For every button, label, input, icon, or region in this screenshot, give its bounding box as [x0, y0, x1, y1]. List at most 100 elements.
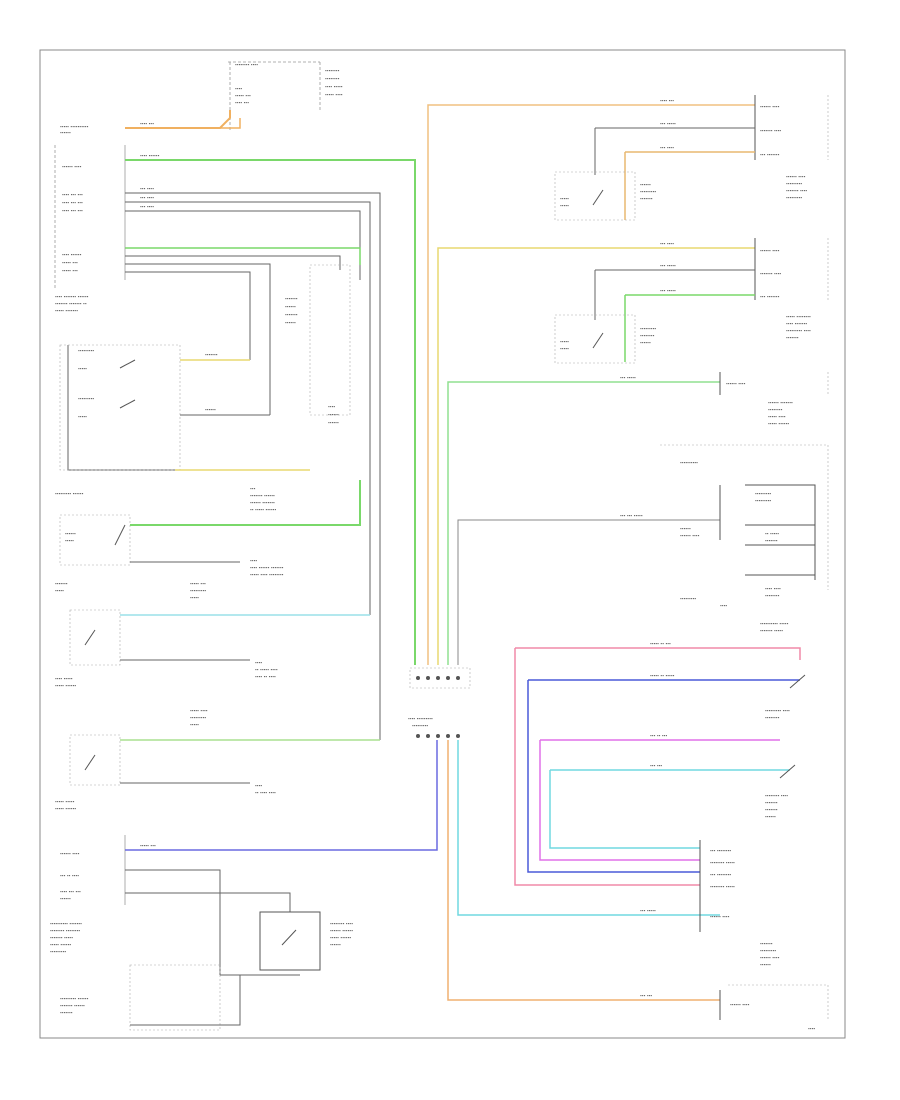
wire-yellow-trunk	[437, 247, 755, 665]
wire-green-serial-data-bcm	[125, 159, 416, 665]
svg-text:▪▪▪▪▪ ▪▪▪▪: ▪▪▪▪▪ ▪▪▪▪	[325, 92, 343, 97]
svg-text:▪▪▪▪▪▪▪▪▪: ▪▪▪▪▪▪▪▪▪	[412, 723, 428, 728]
svg-text:▪▪▪▪▪ ▪▪▪▪▪: ▪▪▪▪▪ ▪▪▪▪▪	[55, 799, 75, 804]
svg-text:▪▪▪▪▪▪: ▪▪▪▪▪▪	[640, 340, 651, 345]
svg-text:▪▪▪▪▪▪: ▪▪▪▪▪▪	[760, 962, 771, 967]
svg-text:▪▪▪▪▪▪: ▪▪▪▪▪▪	[285, 320, 296, 325]
svg-text:▪▪▪▪: ▪▪▪▪	[255, 783, 262, 788]
wire-green-switch	[125, 247, 361, 265]
svg-text:▪▪▪▪ ▪▪▪ ▪▪▪: ▪▪▪▪ ▪▪▪ ▪▪▪	[62, 200, 83, 205]
svg-text:▪▪▪ ▪▪▪▪▪: ▪▪▪ ▪▪▪▪▪	[620, 375, 636, 380]
svg-text:▪▪▪▪▪▪: ▪▪▪▪▪▪	[640, 182, 651, 187]
svg-text:▪▪▪▪▪▪▪ ▪▪▪▪▪▪: ▪▪▪▪▪▪▪ ▪▪▪▪▪▪	[250, 493, 275, 498]
svg-text:▪▪▪ ▪▪ ▪▪▪▪: ▪▪▪ ▪▪ ▪▪▪▪	[60, 873, 79, 878]
svg-text:▪▪▪▪▪ ▪▪ ▪▪▪▪▪: ▪▪▪▪▪ ▪▪ ▪▪▪▪▪	[650, 673, 675, 678]
svg-text:▪▪▪▪ ▪▪▪ ▪▪▪: ▪▪▪▪ ▪▪▪ ▪▪▪	[62, 192, 83, 197]
svg-text:▪▪▪▪▪ ▪▪▪▪▪▪: ▪▪▪▪▪ ▪▪▪▪▪▪	[55, 806, 76, 811]
svg-text:▪▪▪: ▪▪▪	[250, 486, 256, 491]
svg-text:▪▪ ▪▪▪▪ ▪▪▪▪: ▪▪ ▪▪▪▪ ▪▪▪▪	[255, 790, 276, 795]
wires-gray-bcm	[125, 192, 381, 740]
svg-text:▪▪▪▪▪▪▪▪▪▪ ▪▪▪▪▪: ▪▪▪▪▪▪▪▪▪▪ ▪▪▪▪▪	[760, 621, 789, 626]
svg-text:▪▪▪▪▪▪▪: ▪▪▪▪▪▪▪	[786, 335, 799, 340]
svg-text:▪▪▪▪▪▪▪▪: ▪▪▪▪▪▪▪▪	[765, 593, 780, 598]
svg-text:▪▪▪▪▪▪▪▪▪: ▪▪▪▪▪▪▪▪▪	[680, 596, 696, 601]
svg-text:▪▪▪▪▪▪ ▪▪▪▪: ▪▪▪▪▪▪ ▪▪▪▪	[726, 381, 746, 386]
svg-text:▪▪▪▪▪: ▪▪▪▪▪	[65, 538, 74, 543]
svg-text:▪▪▪▪ ▪▪▪▪▪▪: ▪▪▪▪ ▪▪▪▪▪▪	[140, 153, 160, 158]
svg-text:▪▪▪▪▪ ▪▪▪: ▪▪▪▪▪ ▪▪▪	[235, 93, 251, 98]
svg-text:▪▪▪▪▪▪▪: ▪▪▪▪▪▪▪	[285, 312, 298, 317]
svg-text:▪▪▪▪▪ ▪▪▪▪▪▪▪▪: ▪▪▪▪▪ ▪▪▪▪▪▪▪▪	[786, 314, 811, 319]
svg-text:▪▪▪▪▪▪ ▪▪▪▪: ▪▪▪▪▪▪ ▪▪▪▪	[730, 1002, 750, 1007]
svg-text:▪▪▪▪▪▪▪▪▪: ▪▪▪▪▪▪▪▪▪	[50, 949, 66, 954]
svg-text:▪▪▪ ▪▪▪▪: ▪▪▪ ▪▪▪▪	[140, 195, 154, 200]
wire-green-trunk	[447, 381, 720, 665]
svg-text:▪▪▪▪ ▪▪ ▪▪▪▪: ▪▪▪▪ ▪▪ ▪▪▪▪	[255, 674, 276, 679]
svg-text:▪▪▪▪▪ ▪▪▪▪▪▪: ▪▪▪▪▪ ▪▪▪▪▪▪	[330, 935, 351, 940]
svg-text:▪▪ ▪▪▪▪▪: ▪▪ ▪▪▪▪▪	[765, 531, 779, 536]
sensing-mat: ▪▪▪▪▪▪▪▪▪ ▪▪▪▪▪▪ ▪▪▪▪▪▪▪ ▪▪▪▪▪▪ ▪▪▪▪▪▪▪	[60, 964, 300, 1031]
svg-text:▪▪▪ ▪▪ ▪▪▪: ▪▪▪ ▪▪ ▪▪▪	[650, 733, 667, 738]
svg-text:▪▪▪ ▪▪▪: ▪▪▪ ▪▪▪	[650, 763, 662, 768]
svg-text:▪▪▪ ▪▪▪▪▪▪▪: ▪▪▪ ▪▪▪▪▪▪▪	[760, 294, 780, 299]
svg-text:▪▪▪▪▪▪▪▪▪: ▪▪▪▪▪▪▪▪▪	[640, 189, 656, 194]
svg-text:▪▪▪▪▪▪: ▪▪▪▪▪▪	[60, 896, 71, 901]
svg-text:▪▪▪ ▪▪▪ ▪▪▪▪▪: ▪▪▪ ▪▪▪ ▪▪▪▪▪	[620, 513, 643, 518]
occupant-sensing-module: ▪▪▪▪▪▪ ▪▪▪▪ ▪▪▪ ▪▪ ▪▪▪▪ ▪▪▪▪ ▪▪▪ ▪▪▪ ▪▪▪…	[50, 835, 126, 954]
svg-text:▪▪▪▪▪▪: ▪▪▪▪▪▪	[328, 420, 339, 425]
svg-text:▪▪▪ ▪▪▪▪: ▪▪▪ ▪▪▪▪	[140, 204, 154, 209]
wire-orange-trunk	[427, 104, 755, 665]
right-front-seat-belt-switch: ▪▪▪▪▪ ▪▪▪▪▪ ▪▪▪▪▪ ▪▪▪▪▪▪ ▪▪▪▪▪ ▪▪▪▪ ▪▪▪▪…	[55, 708, 208, 811]
passenger-door-module: ▪▪▪▪▪▪ ▪▪▪▪ ▪▪▪▪▪▪▪ ▪▪▪▪ ▪▪▪ ▪▪▪▪▪▪▪ ▪▪▪…	[754, 238, 829, 340]
svg-text:▪▪▪▪▪▪▪▪▪: ▪▪▪▪▪▪▪▪▪	[190, 588, 206, 593]
svg-text:▪▪▪▪▪▪▪▪▪▪ ▪▪▪▪▪▪▪: ▪▪▪▪▪▪▪▪▪▪ ▪▪▪▪▪▪▪	[50, 921, 82, 926]
svg-text:▪▪▪▪ ▪▪▪▪▪▪▪ ▪▪▪▪▪▪: ▪▪▪▪ ▪▪▪▪▪▪▪ ▪▪▪▪▪▪	[55, 294, 89, 299]
svg-text:▪▪▪ ▪▪▪▪▪▪▪▪: ▪▪▪ ▪▪▪▪▪▪▪▪	[710, 872, 731, 877]
svg-text:▪▪▪ ▪▪▪▪: ▪▪▪ ▪▪▪▪	[660, 241, 674, 246]
svg-text:▪▪▪▪ ▪▪▪▪▪: ▪▪▪▪ ▪▪▪▪▪	[325, 84, 343, 89]
svg-text:▪▪▪▪ ▪▪▪▪▪▪▪: ▪▪▪▪ ▪▪▪▪▪▪▪	[786, 321, 807, 326]
svg-text:▪▪▪▪▪▪▪: ▪▪▪▪▪▪▪	[55, 581, 68, 586]
svg-text:▪▪▪▪▪ ▪▪▪: ▪▪▪▪▪ ▪▪▪	[62, 260, 78, 265]
svg-text:▪▪▪▪▪ ▪▪▪▪: ▪▪▪▪▪ ▪▪▪▪	[190, 708, 208, 713]
svg-text:▪▪▪▪▪▪▪: ▪▪▪▪▪▪▪	[765, 807, 778, 812]
svg-text:▪▪▪▪▪▪▪ ▪▪▪▪▪: ▪▪▪▪▪▪▪ ▪▪▪▪▪	[50, 935, 73, 940]
wire-orange-power	[125, 110, 231, 129]
svg-text:▪▪▪▪▪▪▪▪ ▪▪▪▪▪▪▪▪: ▪▪▪▪▪▪▪▪ ▪▪▪▪▪▪▪▪	[50, 928, 80, 933]
svg-text:▪▪▪▪▪▪ ▪▪▪▪: ▪▪▪▪▪▪ ▪▪▪▪	[680, 533, 700, 538]
svg-text:▪▪▪▪▪▪ ▪▪▪▪: ▪▪▪▪▪▪ ▪▪▪▪	[760, 248, 780, 253]
svg-text:▪▪▪▪▪▪▪▪ ▪▪▪▪▪: ▪▪▪▪▪▪▪▪ ▪▪▪▪▪	[710, 884, 735, 889]
svg-text:▪▪▪▪ ▪▪▪▪: ▪▪▪▪ ▪▪▪▪	[765, 586, 781, 591]
svg-text:▪▪▪▪▪▪▪: ▪▪▪▪▪▪▪	[765, 800, 778, 805]
svg-text:▪▪▪▪▪▪ ▪▪▪▪: ▪▪▪▪▪▪ ▪▪▪▪	[760, 104, 780, 109]
svg-text:▪▪▪▪▪▪ ▪▪▪▪: ▪▪▪▪▪▪ ▪▪▪▪	[786, 174, 806, 179]
svg-text:▪▪▪▪▪▪▪▪▪: ▪▪▪▪▪▪▪▪▪	[190, 715, 206, 720]
wire-labels: ▪▪▪▪ ▪▪▪ ▪▪▪ ▪▪▪▪▪ ▪▪▪ ▪▪▪▪ ▪▪▪ ▪▪▪▪ ▪▪▪…	[140, 98, 676, 998]
svg-text:▪▪▪▪▪ ▪▪▪▪▪▪: ▪▪▪▪▪ ▪▪▪▪▪▪	[50, 942, 71, 947]
svg-text:▪▪▪▪: ▪▪▪▪	[235, 86, 242, 91]
svg-text:▪▪▪▪▪▪▪▪: ▪▪▪▪▪▪▪▪	[765, 715, 780, 720]
svg-text:▪▪▪▪ ▪▪▪▪▪▪ ▪▪▪▪▪▪▪: ▪▪▪▪ ▪▪▪▪▪▪ ▪▪▪▪▪▪▪	[250, 565, 284, 570]
svg-text:▪▪▪▪▪: ▪▪▪▪▪	[190, 595, 199, 600]
svg-text:▪▪▪▪▪▪▪▪ ▪▪▪▪: ▪▪▪▪▪▪▪▪ ▪▪▪▪	[330, 921, 353, 926]
svg-text:▪▪▪▪▪▪▪▪▪▪: ▪▪▪▪▪▪▪▪▪▪	[680, 460, 698, 465]
svg-text:▪▪▪▪▪ ▪▪▪▪▪▪: ▪▪▪▪▪ ▪▪▪▪▪▪	[55, 683, 76, 688]
svg-text:▪▪▪▪▪▪ ▪▪▪▪: ▪▪▪▪▪▪ ▪▪▪▪	[760, 955, 780, 960]
svg-text:▪▪▪▪▪▪▪▪▪: ▪▪▪▪▪▪▪▪▪	[760, 948, 776, 953]
svg-text:▪▪▪▪▪ ▪▪▪▪▪▪▪▪▪▪: ▪▪▪▪▪ ▪▪▪▪▪▪▪▪▪▪	[60, 124, 89, 129]
svg-text:▪▪▪▪▪▪▪▪: ▪▪▪▪▪▪▪▪	[325, 68, 340, 73]
radio: ▪▪▪▪▪▪ ▪▪▪▪ ▪▪▪▪	[719, 984, 829, 1031]
svg-text:▪▪▪▪▪▪: ▪▪▪▪▪▪	[680, 526, 691, 531]
passenger-buckle-switch: ▪▪▪▪▪▪▪▪ ▪▪▪▪ ▪▪▪▪▪▪ ▪▪▪▪▪▪ ▪▪▪▪▪ ▪▪▪▪▪▪…	[259, 911, 353, 971]
svg-text:▪▪▪▪▪▪: ▪▪▪▪▪▪	[765, 814, 776, 819]
liftgate-switches: ▪▪▪▪▪▪▪▪▪ ▪▪▪▪ ▪▪▪▪▪▪▪▪ ▪▪▪▪▪▪▪▪ ▪▪▪▪ ▪▪…	[765, 674, 806, 819]
svg-text:▪▪▪▪▪▪▪▪▪ ▪▪▪▪▪▪: ▪▪▪▪▪▪▪▪▪ ▪▪▪▪▪▪	[55, 491, 84, 496]
svg-text:▪▪▪▪▪▪▪▪ ▪▪▪▪▪: ▪▪▪▪▪▪▪▪ ▪▪▪▪▪	[710, 860, 735, 865]
svg-text:▪▪▪▪▪ ▪▪▪▪ ▪▪▪▪▪▪▪▪: ▪▪▪▪▪ ▪▪▪▪ ▪▪▪▪▪▪▪▪	[250, 572, 284, 577]
wire-orange-down	[447, 740, 720, 1001]
svg-text:▪▪▪ ▪▪▪▪: ▪▪▪ ▪▪▪▪	[140, 186, 154, 191]
svg-text:▪▪▪▪▪ ▪▪▪▪▪▪: ▪▪▪▪▪ ▪▪▪▪▪▪	[768, 421, 789, 426]
svg-text:▪▪▪▪▪ ▪▪ ▪▪▪: ▪▪▪▪▪ ▪▪ ▪▪▪	[650, 641, 671, 646]
liftgate-module: ▪▪▪ ▪▪▪▪▪▪▪▪ ▪▪▪▪▪▪▪▪ ▪▪▪▪▪ ▪▪▪ ▪▪▪▪▪▪▪▪…	[699, 840, 780, 967]
svg-text:▪▪▪▪▪▪▪ ▪▪▪▪▪: ▪▪▪▪▪▪▪ ▪▪▪▪▪	[760, 628, 783, 633]
